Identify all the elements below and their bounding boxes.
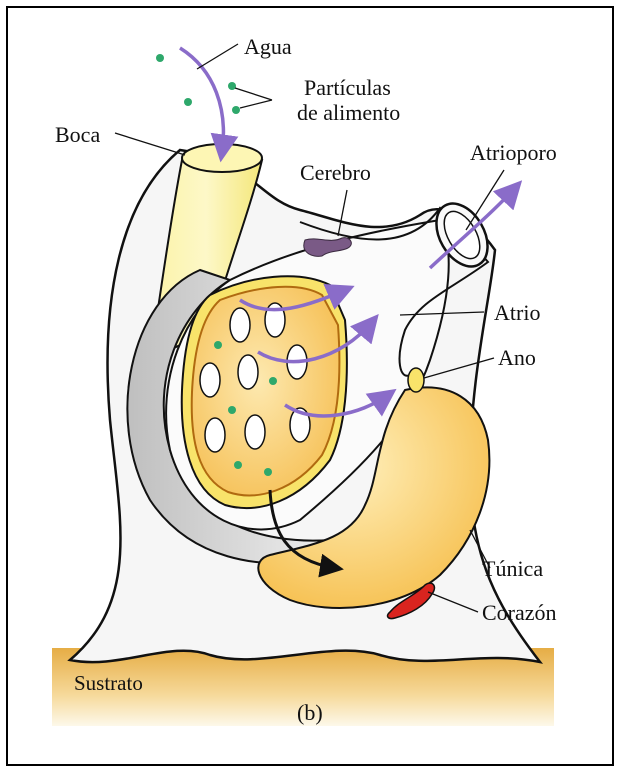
label-atrium: Atrio xyxy=(494,300,540,325)
label-heart: Corazón xyxy=(482,600,557,625)
label-tunic: Túnica xyxy=(482,556,543,581)
label-anus: Ano xyxy=(498,345,536,370)
anus xyxy=(408,368,424,392)
label-food-particles-1: Partículas xyxy=(304,75,391,100)
label-brain: Cerebro xyxy=(300,160,371,185)
label-food-particles-2: de alimento xyxy=(297,100,400,125)
panel-label: (b) xyxy=(297,700,323,725)
label-water: Agua xyxy=(244,34,292,59)
label-mouth: Boca xyxy=(55,122,100,147)
label-atriopore: Atrioporo xyxy=(470,140,557,165)
label-substrate: Sustrato xyxy=(74,671,143,695)
